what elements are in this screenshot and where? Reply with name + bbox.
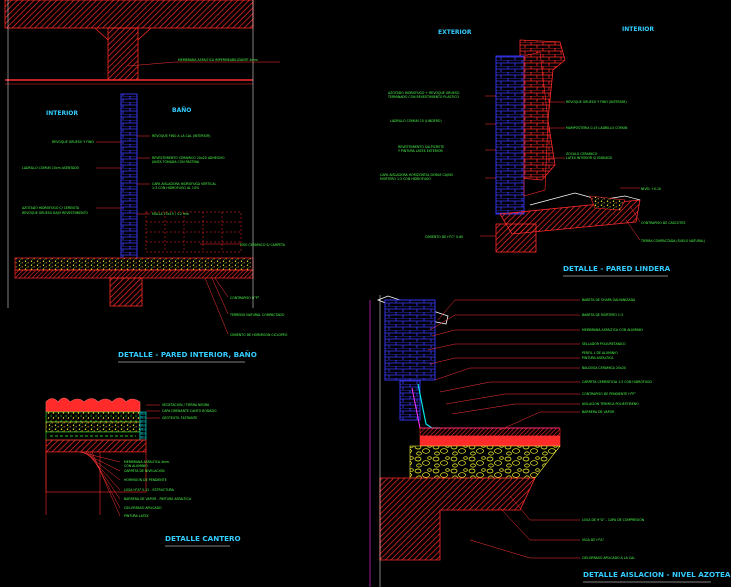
label-dpc: CAPA AISLADORA HORIZONTAL DOBLE CAJON: [380, 173, 453, 177]
exterior-zone-label: EXTERIOR: [438, 29, 472, 36]
label-render: REVESTIMIENTO SALPICRETE: [398, 145, 444, 149]
label-tiles: REVESTIMIENTO CERAMICO 20x20 ADHESIVO: [152, 156, 225, 160]
label-waterproof: AZOTADO HIDROFUGO C/ CERESITA: [22, 206, 80, 210]
detail-roof-insulation-title: DETALLE AISLACION - NIVEL AZOTEA: [583, 570, 731, 579]
label-roof-9: CONTRAPISO DE PENDIENTE H°P°: [582, 392, 636, 396]
label-roof-7: BALDOSA CERAMICA 20x20: [582, 366, 626, 370]
label-roof-4: SELLADOR POLIURETANICO: [582, 342, 626, 346]
label-tiles-2: JUNTA TOMADA CON PASTINA: [151, 160, 200, 164]
label-slab: MEMBRANA ASFALTICA IMPERMEABILIZANTE 4mm: [178, 58, 258, 62]
label-planter-4b: CON ALUMINIO: [124, 464, 148, 468]
label-roof-3: MEMBRANA ASFALTICA CON ALUMINIO: [582, 328, 643, 332]
label-planter-6: HORMIGON DE PENDIENTE: [124, 478, 167, 482]
label-planter-9: CIELORRASO APLICADO: [124, 506, 162, 510]
detail-boundary-wall-title: DETALLE - PARED LINDERA: [563, 264, 671, 273]
label-hydro-2: 1:3 CON HIDROFUGO AL 10%: [152, 186, 199, 190]
label-exterior-plaster-2: TERMINADO CON REVESTIMIENTO PLASTICO: [387, 95, 460, 99]
label-waterproof-2: REVOQUE GRUESO BAJO REVESTIMIENTO: [22, 211, 89, 215]
label-dpc-2: MORTERO 1:3 CON HIDROFUGO: [380, 177, 431, 181]
label-floor-tile: ZOCALO CERAMICO: [566, 152, 598, 156]
label-planter-1: VEGETACION / TIERRA NEGRA: [162, 403, 210, 407]
label-roof-8: CARPETA CEMENTICIA 1:3 CON HIDROFUGO: [582, 380, 653, 384]
label-subfloor: CONTRAPISO DE CASCOTES: [641, 221, 685, 225]
detail-roof-insulation: BABETA DE CHAPA GALVANIZADA BABETA DE MO…: [369, 295, 731, 587]
label-contrapiso: CONTRAPISO H°P°: [230, 296, 260, 300]
label-roof-2: BABETA DE MORTERO 1:3: [582, 313, 623, 317]
detail-interior-wall-title: DETALLE - PARED INTERIOR, BAÑO: [118, 350, 257, 359]
label-planter-7: LOSA H°A° 0.12 - ESTRUCTURA: [124, 488, 175, 492]
label-roof-13: VIGA DE H°A°: [582, 538, 604, 542]
bath-zone-label: BAÑO: [172, 107, 191, 114]
label-brick-15: LADRILLO COMUN 15 (LINDERO): [390, 119, 442, 123]
label-planter-4: MEMBRANA ASFALTICA 4mm: [124, 460, 169, 464]
label-roof-12: LOSA DE H°A° - CAPA DE COMPRESION: [582, 518, 645, 522]
detail-interior-wall: INTERIOR BAÑO MEMBRANA ASFALTICA IMPERME…: [4, 0, 288, 363]
label-mesh: MALLA 15x15 / 4.2 mm: [152, 212, 189, 216]
label-roof-11: BARRERA DE VAPOR: [582, 410, 615, 414]
label-int-wall: MAMPOSTERIA 0.15 LADRILLO COMUN: [566, 126, 628, 130]
label-roof-10: AISLACION TERMICA POLIESTIRENO: [582, 402, 639, 406]
detail-boundary-wall: EXTERIOR INTERIOR AZOTADO HIDROFUGO + RE: [380, 26, 705, 277]
label-roof-6: PINTURA ASFALTICA: [582, 356, 614, 360]
label-render-2: Y PINTURA LATEX EXTERIOR: [398, 149, 443, 153]
label-foundation: CIMIENTO DE HORMIGON CICLOPEO: [230, 333, 288, 337]
label-roof-14: CIELORRASO APLICADO A LA CAL: [582, 556, 635, 560]
label-planter-5: CARPETA DE NIVELACION: [124, 469, 165, 473]
label-exterior-plaster: AZOTADO HIDROFUGO + REVOQUE GRUESO: [388, 91, 460, 95]
label-roof-1: BABETA DE CHAPA GALVANIZADA: [582, 298, 636, 302]
label-int-plaster: REVOQUE GRUESO Y FINO (INTERIOR): [566, 100, 627, 104]
label-foundation-2: CIMIENTO DE H°C° 0.60: [425, 235, 463, 239]
detail-planter: VEGETACION / TIERRA NEGRA CAPA DRENANTE …: [45, 397, 241, 547]
label-planter-3: GEOTEXTIL FILTRANTE: [162, 416, 197, 420]
interior-zone-label-2: INTERIOR: [622, 26, 654, 33]
label-planter-8: BARRERA DE VAPOR - PINTURA ASFALTICA: [124, 497, 192, 501]
label-planter-2: CAPA DRENANTE CANTO RODADO: [162, 409, 217, 413]
label-brick: LADRILLO COMUN 15cm ASENTADO: [22, 166, 80, 170]
label-plaster-bath: REVOQUE FINO A LA CAL (INTERIOR): [152, 134, 211, 138]
label-ground-2: TIERRA COMPACTADA (SUELO NATURAL): [640, 239, 705, 243]
label-level: NIVEL +0.10: [641, 187, 661, 191]
detail-planter-title: DETALLE CANTERO: [165, 534, 241, 543]
label-hydro: CAPA AISLADORA HIDROFUGA VERTICAL: [152, 182, 217, 186]
label-ground: TERRENO NATURAL COMPACTADO: [229, 313, 285, 317]
label-floor-tile-2: LATEX INTERIOR S/ ENDUIDO: [566, 156, 613, 160]
interior-zone-label: INTERIOR: [46, 110, 78, 117]
label-planter-10: PINTURA LATEX: [124, 514, 150, 518]
label-plaster: REVOQUE GRUESO Y FINO: [52, 140, 94, 144]
label-floor: PISO CERAMICO S/ CARPETA: [240, 243, 286, 247]
label-roof-5: PERFIL L DE ALUMINIO: [582, 351, 618, 355]
